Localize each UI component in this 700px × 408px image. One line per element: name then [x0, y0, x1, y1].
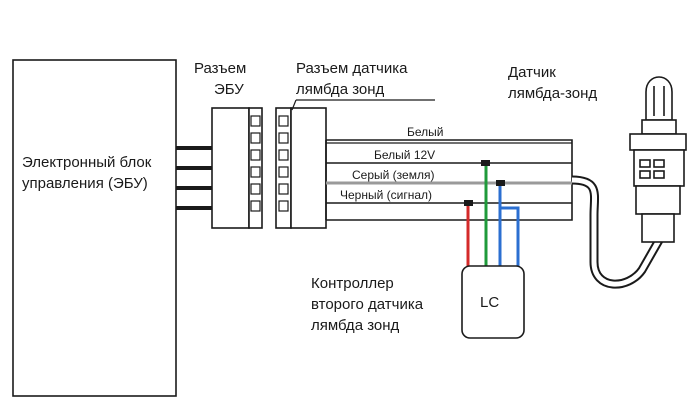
lambda-sensor — [629, 76, 687, 243]
junction-gray-ground — [496, 180, 505, 186]
junction-black-signal — [464, 200, 473, 206]
ecu-connector-label-line1: Разъем — [194, 60, 246, 77]
sensor-connector — [275, 107, 327, 229]
junction-white-12v — [481, 160, 490, 166]
sensor-label-line2: лямбда-зонд — [508, 85, 597, 102]
sensor-label-line1: Датчик — [508, 64, 556, 81]
ecu-label-line1: Электронный блок — [22, 154, 152, 171]
ecu-wires — [176, 146, 212, 210]
controller-label-line3: лямбда зонд — [311, 317, 400, 334]
controller-label-line2: второго датчика — [311, 296, 424, 313]
wire-label-white-12v: Белый 12V — [374, 148, 435, 162]
wire-lines — [326, 142, 572, 204]
controller-box-label: LC — [480, 294, 499, 311]
sensor-cable-inner — [571, 177, 665, 287]
ecu-label-line2: управления (ЭБУ) — [22, 175, 148, 192]
controller-box — [461, 265, 525, 339]
sensor-connector-label-line1: Разъем датчика — [296, 60, 408, 77]
controller-label-line1: Контроллер — [311, 275, 394, 292]
wire-label-black-signal: Черный (сигнал) — [340, 188, 432, 202]
ecu-connector-label-line2: ЭБУ — [214, 81, 244, 98]
wire-label-white: Белый — [407, 125, 443, 139]
controller-wires — [466, 166, 520, 266]
ecu-connector — [211, 107, 263, 229]
sensor-connector-leader — [291, 99, 297, 111]
ecu-block — [12, 59, 177, 397]
wire-label-gray-ground: Серый (земля) — [352, 168, 434, 182]
sensor-connector-label-line2: лямбда зонд — [296, 81, 385, 98]
blue-wire — [498, 186, 520, 266]
